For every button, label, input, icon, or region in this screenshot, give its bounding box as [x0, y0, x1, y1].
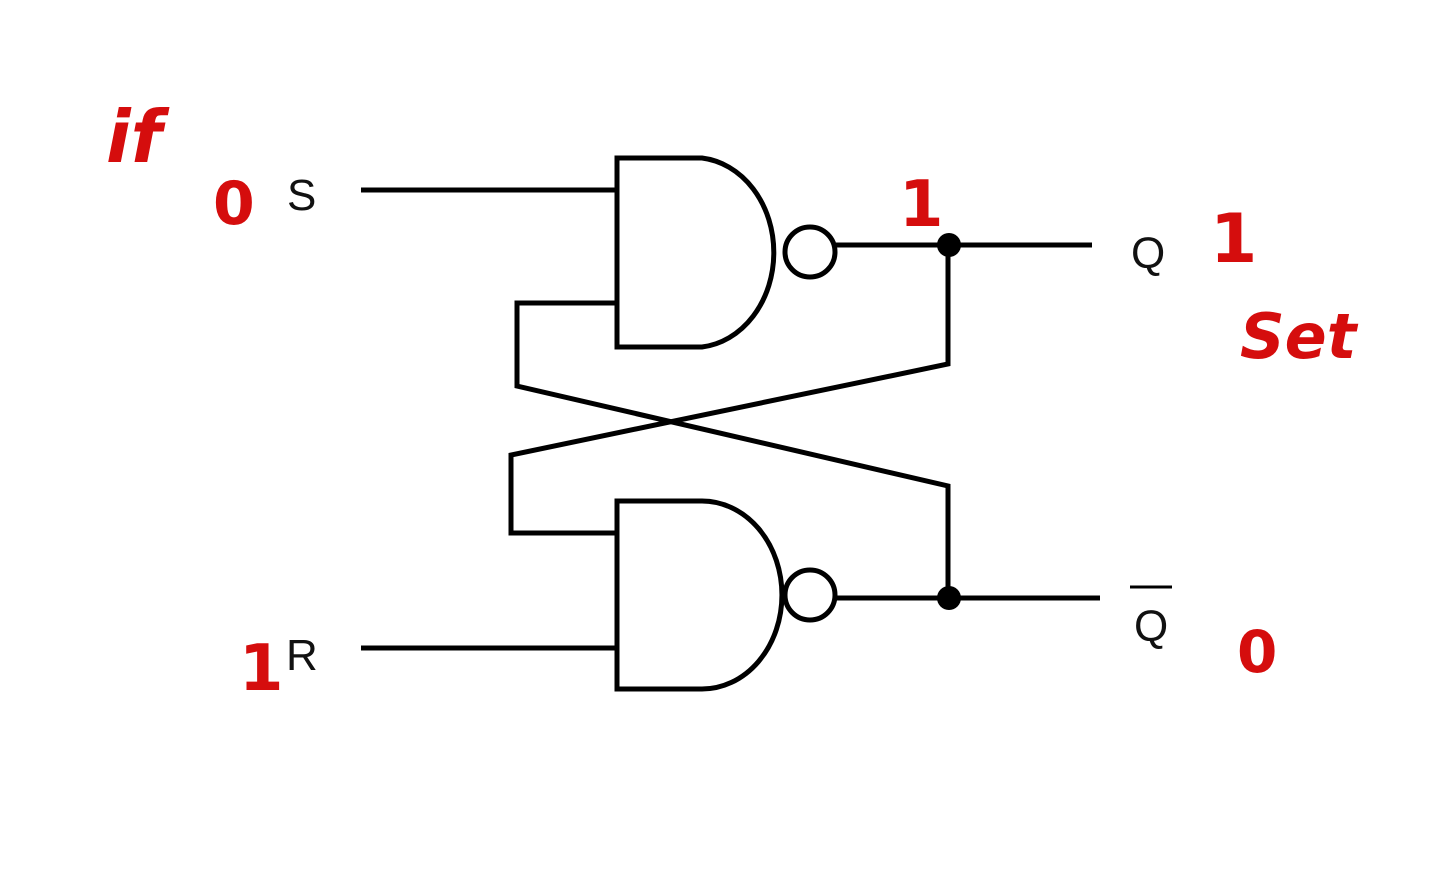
annotation-gate1-output: 1: [899, 168, 944, 242]
q-bar-label: Q: [1134, 602, 1168, 651]
nand-gate-upper-bubble: [782, 224, 838, 280]
qbar-junction-dot: [937, 586, 961, 610]
annotation-q-value: 1: [1210, 200, 1257, 279]
q-label: Q: [1131, 229, 1165, 278]
annotation-q-bar-value: 0: [1237, 618, 1277, 686]
qbar-feedback-wire: [514, 300, 951, 598]
annotation-s-value: 0: [213, 169, 255, 239]
q-feedback-wire: [508, 245, 951, 536]
s-label: S: [287, 171, 316, 220]
annotation-r-value: 1: [239, 632, 284, 706]
r-label: R: [286, 631, 318, 680]
nand-gate-lower: [614, 498, 785, 692]
nand-gate-lower-bubble: [782, 567, 838, 623]
q-junction-dot: [937, 233, 961, 257]
annotation-if: if: [106, 95, 170, 179]
nand-gate-upper: [614, 155, 777, 350]
annotation-q-state: Set: [1240, 300, 1359, 373]
